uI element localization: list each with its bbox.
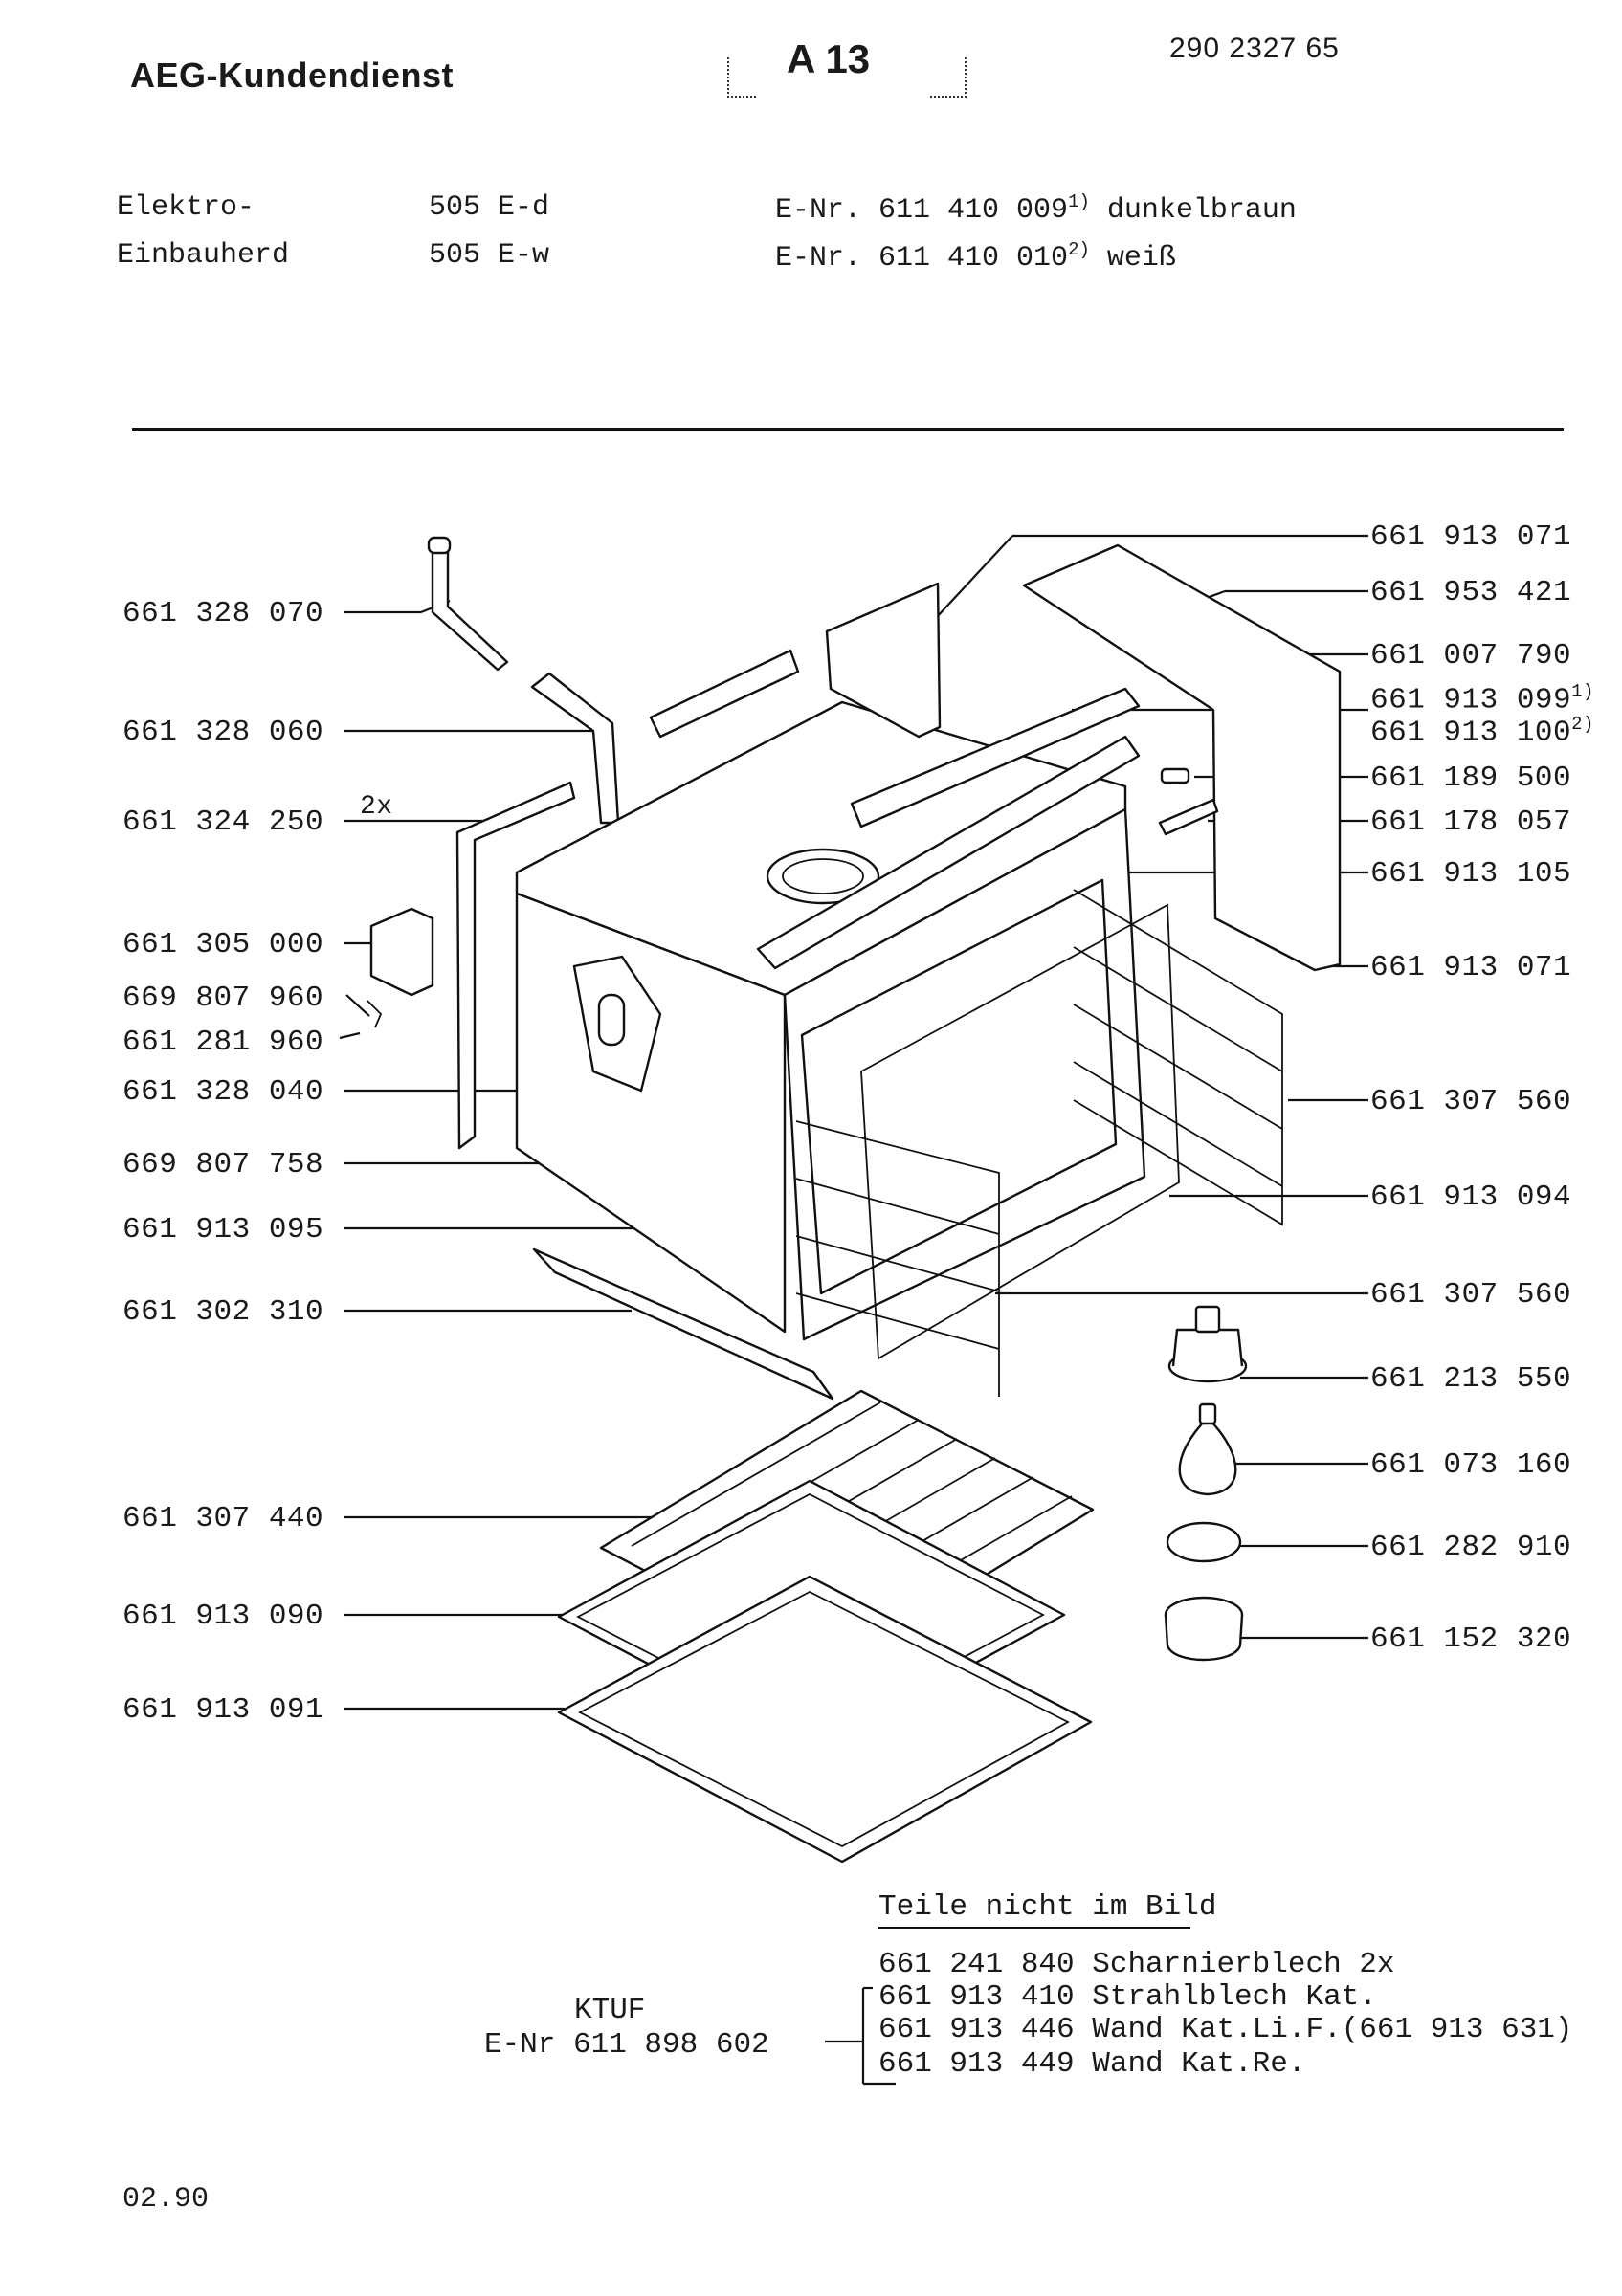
tube-cap [427,536,452,555]
right-part-16: 661 152 320 [1370,1623,1572,1656]
small-connector [1160,767,1190,784]
enr-line2: E-Nr. 611 410 0102) weiß [775,239,1176,275]
left-part-2: 661 328 060 [122,716,324,749]
left-qty-note: 2x [360,792,393,822]
right-part-8: 661 913 105 [1370,857,1572,891]
left-part-6: 661 281 960 [122,1026,324,1059]
footer-date: 02.90 [122,2183,210,2216]
enr-line1-footnote: 1) [1068,191,1090,212]
page-code: A 13 [787,36,871,81]
right-part-4: 661 913 0991) [1370,681,1594,717]
left-part-4: 661 305 000 [122,928,324,961]
right-part-15: 661 282 910 [1370,1531,1572,1564]
right-part-5-footnote: 2) [1571,714,1594,735]
enr-line1: E-Nr. 611 410 0091) dunkelbraun [775,191,1297,227]
appliance-name-line1: Elektro- [117,191,256,224]
right-part-5-number: 661 913 100 [1370,716,1572,750]
left-part-1: 661 328 070 [122,597,324,630]
right-part-1: 661 913 071 [1370,520,1572,554]
not-in-picture-underline [878,1927,1190,1929]
model-line2: 505 E-w [429,239,550,272]
appliance-name-line2: Einbauherd [117,239,290,272]
left-part-11: 661 307 440 [122,1502,324,1535]
right-part-14: 661 073 160 [1370,1448,1572,1482]
drip-pan [557,1575,1093,1864]
top-panel-front [825,582,942,739]
left-part-10: 661 302 310 [122,1295,324,1329]
page-code-bracket-right [930,57,967,98]
right-part-4-number: 661 913 099 [1370,683,1572,718]
enr-line1-color: dunkelbraun [1106,194,1297,227]
door-seal [860,903,1180,1360]
lamp-bulb [1178,1402,1237,1496]
right-part-11: 661 913 094 [1370,1181,1572,1214]
enr-line1-number: E-Nr. 611 410 009 [775,194,1069,227]
right-part-13: 661 213 550 [1370,1362,1572,1396]
left-part-7: 661 328 040 [122,1075,324,1109]
not-in-picture-item-2: 661 913 410 Strahlblech Kat. [878,1980,1377,2014]
enr-line2-color: weiß [1106,242,1176,275]
brand-title: AEG-Kundendienst [130,55,454,95]
left-part-9: 661 913 095 [122,1213,324,1247]
small-rod [1158,798,1219,836]
left-part-5: 669 807 960 [122,982,324,1015]
right-part-2: 661 953 421 [1370,576,1572,609]
top-bar [850,687,1141,828]
bottom-plate [532,1247,834,1401]
tube-upper [431,545,509,672]
small-clip [367,1000,383,1028]
thermostat-knob [1167,1305,1248,1383]
bracket-part [369,907,434,997]
not-in-picture-item-1: 661 241 840 Scharnierblech 2x [878,1948,1395,1981]
right-part-4-footnote: 1) [1571,681,1594,702]
right-part-12: 661 307 560 [1370,1278,1572,1312]
top-strip [649,649,800,739]
right-part-7: 661 178 057 [1370,806,1572,839]
lamp-cover [1164,1596,1244,1662]
left-part-3: 661 324 250 [122,806,324,839]
lamp-ring [1166,1521,1242,1563]
not-in-picture-item-3: 661 913 446 Wand Kat.Li.F.(661 913 631) [878,2013,1573,2046]
left-part-12: 661 913 090 [122,1600,324,1633]
right-part-10: 661 307 560 [1370,1085,1572,1118]
not-in-picture-heading: Teile nicht im Bild [878,1890,1217,1924]
right-part-9: 661 913 071 [1370,951,1572,984]
not-in-picture-bracket [825,1986,896,2086]
top-cover [1022,543,1342,972]
not-in-picture-item-4: 661 913 449 Wand Kat.Re. [878,2047,1306,2081]
header-divider [132,428,1564,430]
rail-bar [756,735,1141,970]
ktuf-label: KTUF [574,1994,646,2027]
right-part-6: 661 189 500 [1370,762,1572,795]
side-rail [455,781,576,1150]
left-part-8: 669 807 758 [122,1148,324,1181]
enr-line2-number: E-Nr. 611 410 010 [775,242,1069,275]
ktuf-enr: E-Nr 611 898 602 [484,2028,769,2062]
drip-pan-inner [578,1590,1070,1848]
right-part-5: 661 913 1002) [1370,714,1594,749]
shelf-guides [795,889,1283,1397]
page-code-bracket-left [727,57,756,98]
enr-line2-footnote: 2) [1068,239,1090,260]
right-part-3: 661 007 790 [1370,639,1572,673]
model-line1: 505 E-d [429,191,550,224]
left-part-13: 661 913 091 [122,1693,324,1727]
document-number: 290 2327 65 [1169,33,1340,64]
